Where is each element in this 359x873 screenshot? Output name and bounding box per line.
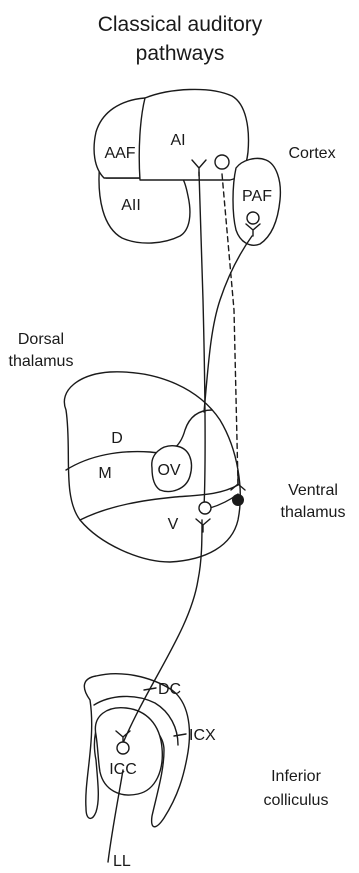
paf-neuron-icon (247, 212, 259, 224)
inferior-colliculus-label-1: Inferior (271, 768, 321, 785)
ai-region (139, 89, 248, 180)
dorsal-thalamus-label-1: Dorsal (18, 331, 64, 348)
ventral-neuron-icon (232, 494, 244, 506)
ventral-thalamus-label-2: thalamus (281, 504, 346, 521)
v-neuron-icon (199, 502, 211, 514)
paf-label: PAF (242, 188, 272, 205)
dorsal-thalamus-label-2: thalamus (9, 353, 74, 370)
cortex-label: Cortex (288, 145, 335, 162)
title-line-1: Classical auditory (98, 13, 263, 36)
icc-neuron-icon (117, 742, 129, 754)
aaf-region (94, 98, 145, 178)
ov-label: OV (157, 462, 180, 479)
d-label: D (111, 430, 123, 447)
ventral-thalamus-label-1: Ventral (288, 482, 338, 499)
ai-label: AI (170, 132, 185, 149)
v-to-paf-axon (204, 236, 252, 412)
aaf-label: AAF (104, 145, 135, 162)
m-label: M (98, 465, 111, 482)
icx-label: ICX (189, 727, 216, 744)
ai-neuron-icon (215, 155, 229, 169)
inferior-colliculus-label-2: colliculus (264, 792, 329, 809)
ll-label: LL (113, 853, 131, 870)
aii-label: AII (121, 197, 141, 214)
icc-region (95, 708, 162, 795)
dc-label: DC (158, 681, 181, 698)
title-line-2: pathways (136, 42, 225, 65)
v-label: V (168, 516, 179, 533)
